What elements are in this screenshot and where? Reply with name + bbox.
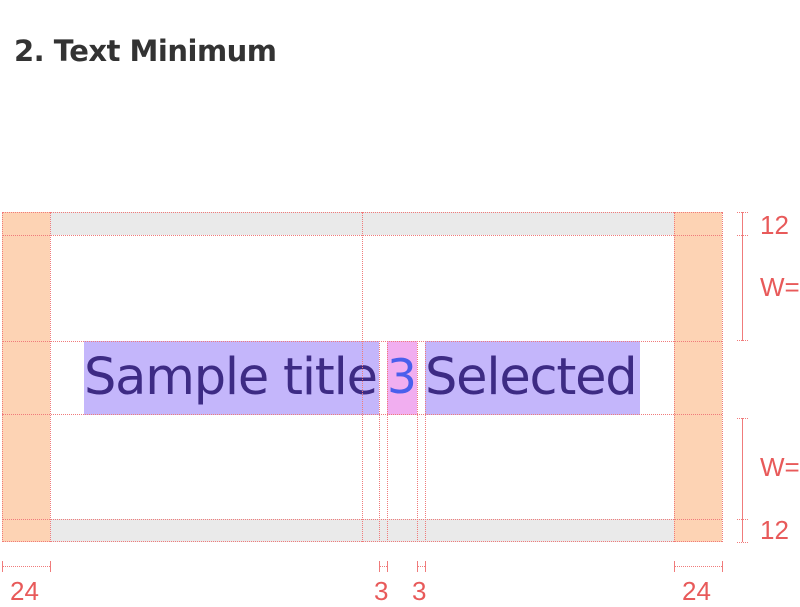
lower-gap-marker-cap <box>737 418 748 419</box>
guide-left-edge <box>2 212 3 542</box>
right-margin-label: 24 <box>682 576 711 606</box>
lower-gap-marker <box>742 418 743 519</box>
badge-box <box>387 341 417 415</box>
gap-title-badge-marker <box>379 566 387 567</box>
guide-right-edge <box>722 212 723 542</box>
upper-gap-marker <box>742 235 743 341</box>
guide-right-margin <box>674 212 675 542</box>
gap-title-badge-marker-cap-left <box>379 561 380 572</box>
upper-gap-label: W= <box>760 272 800 302</box>
guide-center <box>362 212 363 542</box>
gap-badge-selected-marker <box>417 566 425 567</box>
selected-label: Selected <box>425 348 638 407</box>
left-margin-marker <box>2 566 50 567</box>
left-margin-label: 24 <box>10 576 39 606</box>
guide-badge-end <box>417 341 418 542</box>
guide-selected-start <box>425 341 426 542</box>
upper-gap-marker-cap <box>737 340 748 341</box>
bottom-padding-label: 12 <box>760 515 789 545</box>
left-margin-zone <box>2 212 50 542</box>
sample-title: Sample title <box>84 348 378 407</box>
bottom-padding-marker-cap-top <box>737 519 748 520</box>
gap-title-badge-label: 3 <box>374 576 389 606</box>
guide-left-margin <box>50 212 51 542</box>
lower-gap-label: W= <box>760 452 800 482</box>
guide-badge-start <box>387 341 388 542</box>
right-margin-marker <box>674 566 722 567</box>
top-padding-marker-cap-top <box>737 212 748 213</box>
gap-badge-selected-marker-cap-left <box>417 561 418 572</box>
left-margin-marker-cap-right <box>50 561 51 572</box>
left-margin-marker-cap-left <box>2 561 3 572</box>
top-padding-marker <box>742 212 743 235</box>
right-margin-marker-cap-left <box>674 561 675 572</box>
right-margin-zone <box>674 212 722 542</box>
gap-title-badge-marker-cap-right <box>387 561 388 572</box>
section-heading: 2. Text Minimum <box>14 34 277 68</box>
guide-title-end <box>379 341 380 542</box>
bottom-padding-marker-cap-bottom <box>737 542 748 543</box>
badge-count: 3 <box>387 350 417 405</box>
gap-badge-selected-label: 3 <box>412 576 427 606</box>
gap-badge-selected-marker-cap-right <box>425 561 426 572</box>
selected-text-box <box>425 341 640 415</box>
title-text-box <box>84 341 379 415</box>
top-padding-label: 12 <box>760 210 789 240</box>
right-margin-marker-cap-right <box>722 561 723 572</box>
bottom-padding-marker <box>742 519 743 542</box>
